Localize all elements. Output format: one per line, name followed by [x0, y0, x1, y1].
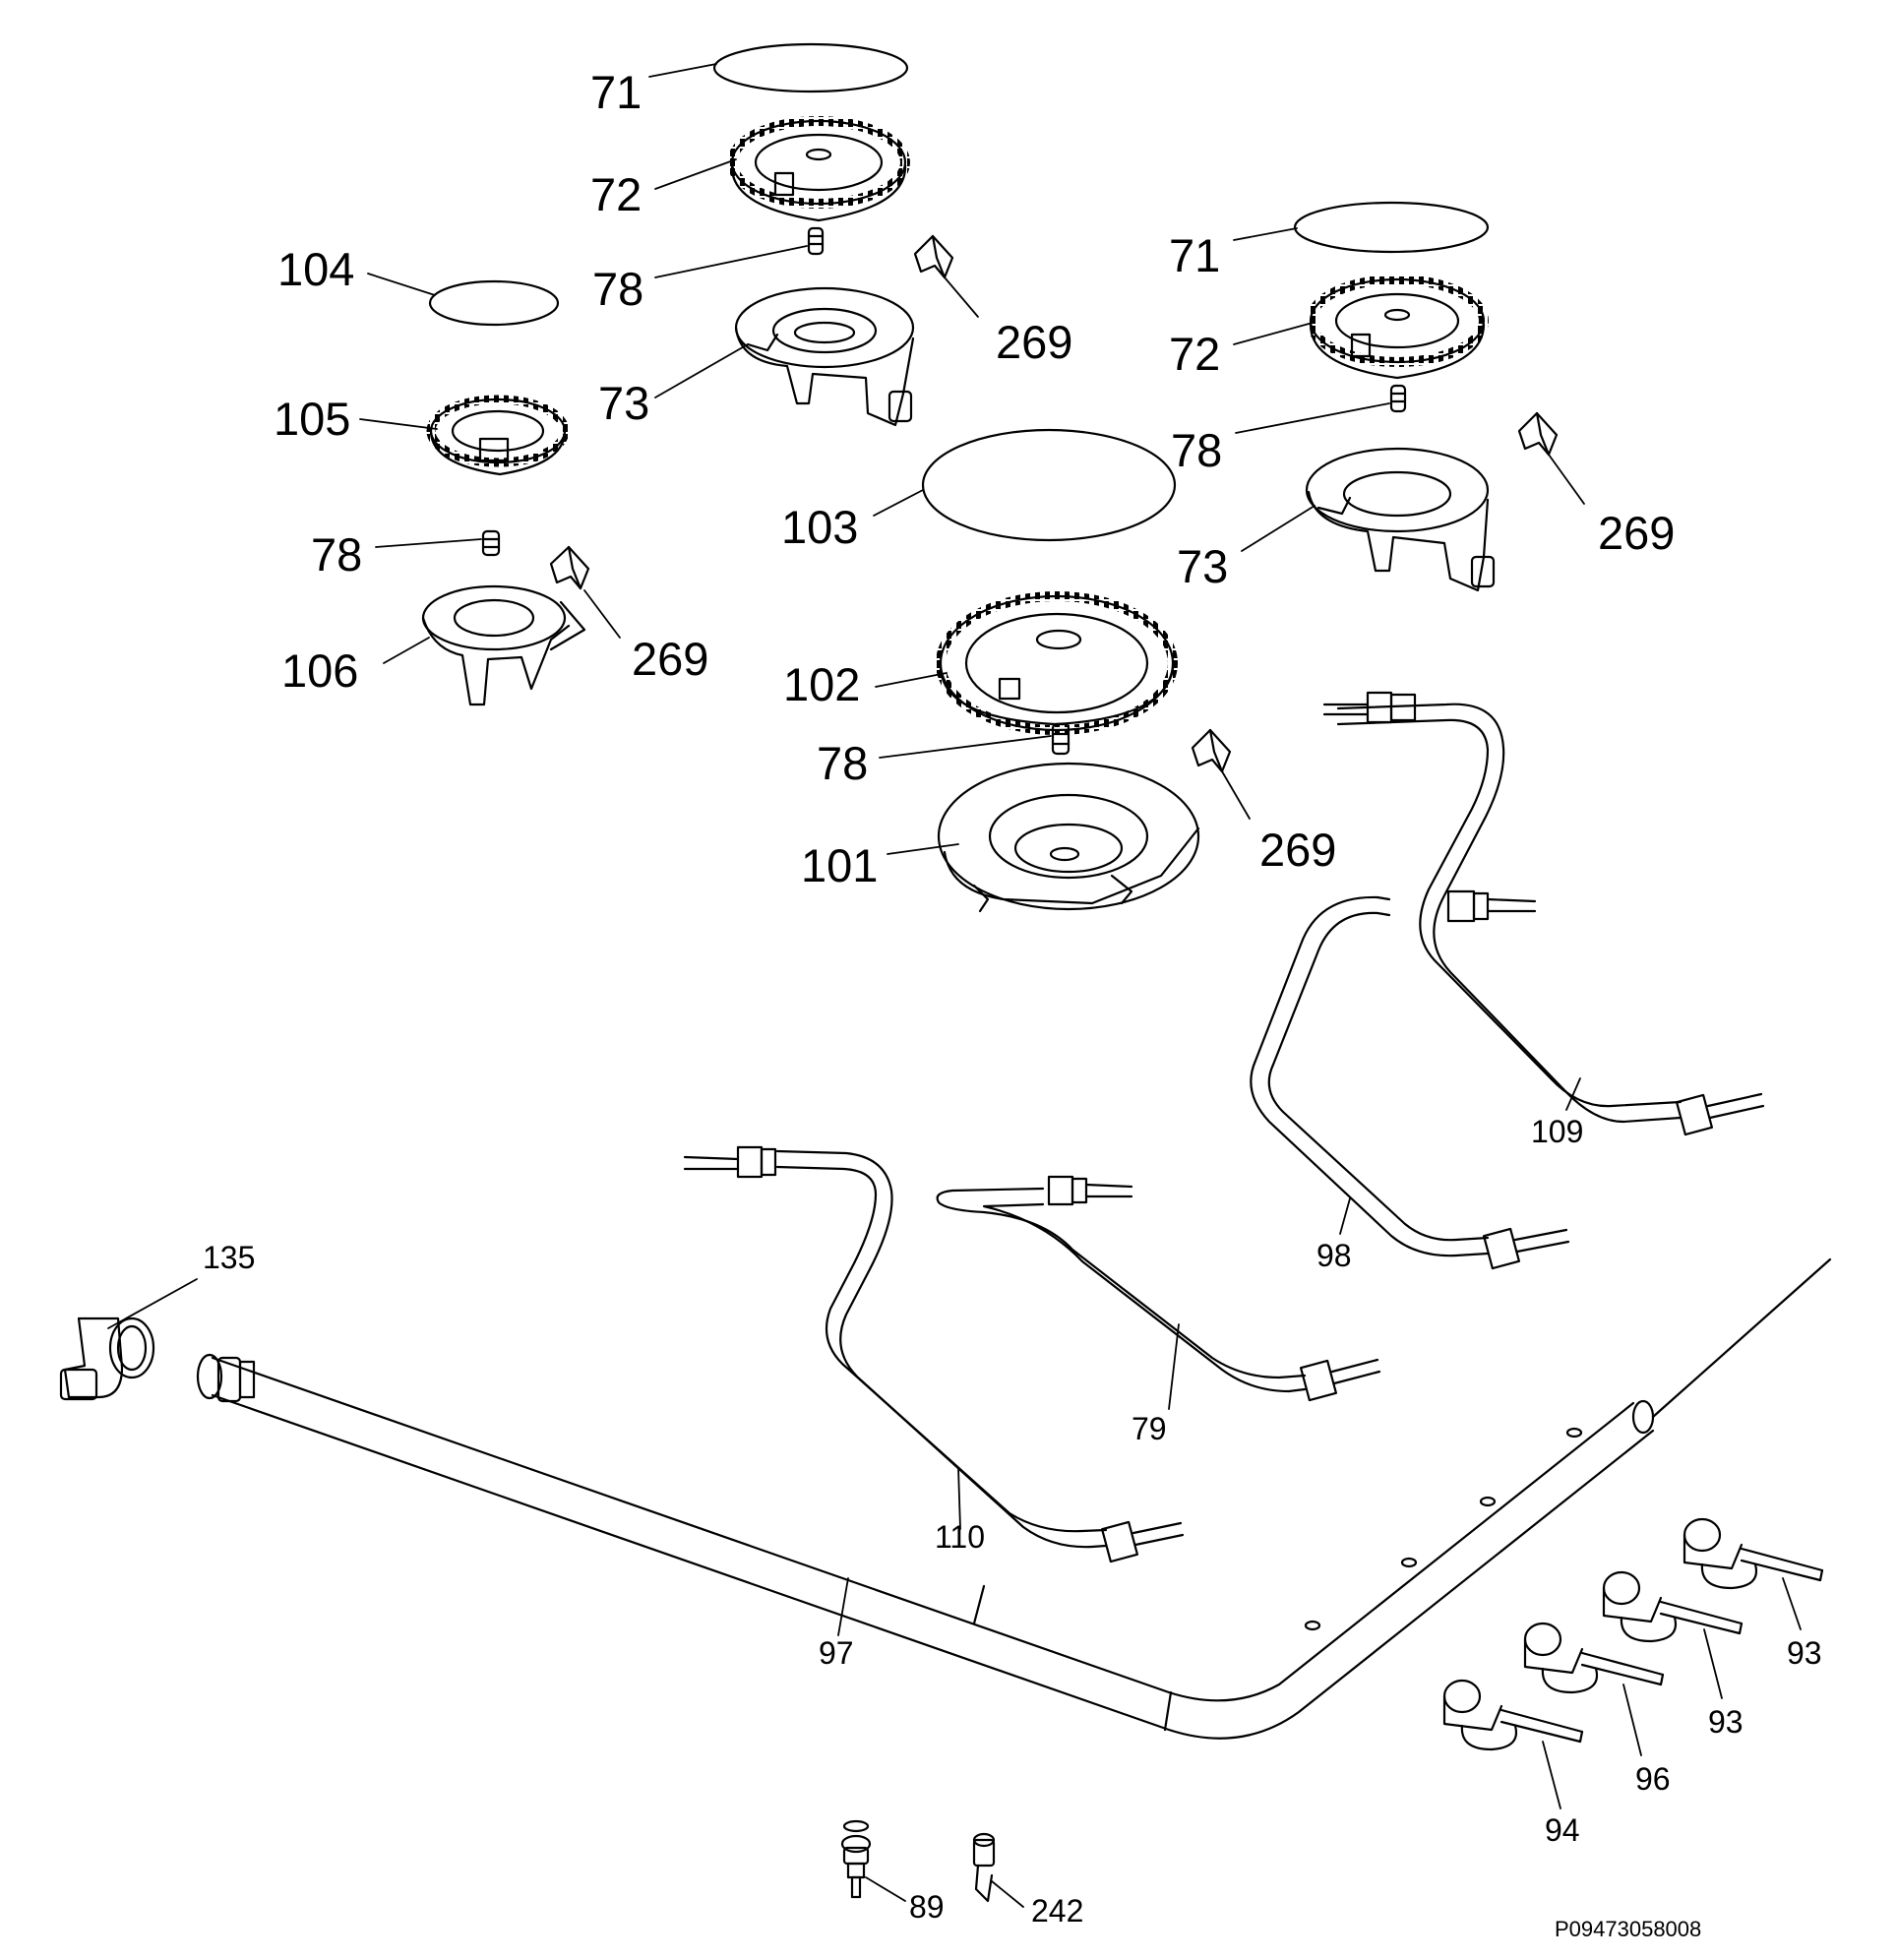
- label-78-center: 78: [817, 737, 869, 789]
- clip-269-b: [549, 545, 590, 590]
- pipe-97-end-fitting: [196, 1353, 256, 1403]
- pipe-79: [936, 1187, 1307, 1393]
- label-73-right: 73: [1177, 540, 1229, 592]
- label-102: 102: [783, 658, 861, 710]
- label-269-d: 269: [1259, 824, 1337, 876]
- label-72-top: 72: [590, 168, 643, 220]
- burner-body-101: [937, 762, 1200, 913]
- label-110: 110: [935, 1519, 986, 1555]
- label-93-b: 93: [1708, 1704, 1744, 1740]
- label-104: 104: [277, 243, 355, 295]
- label-89: 89: [909, 1889, 945, 1925]
- gas-valve-96: [1523, 1622, 1665, 1694]
- label-79: 79: [1132, 1411, 1167, 1446]
- label-101: 101: [801, 839, 879, 891]
- label-73-top: 73: [598, 377, 650, 429]
- label-105: 105: [274, 393, 351, 445]
- label-109: 109: [1531, 1114, 1584, 1149]
- label-103: 103: [781, 501, 859, 553]
- gas-valve-94: [1442, 1679, 1584, 1751]
- burner-cap-103: [921, 428, 1177, 542]
- pipe-fittings: [683, 691, 1765, 1563]
- label-96: 96: [1635, 1761, 1671, 1797]
- burner-crown-105: [426, 395, 570, 476]
- burner-body-106: [421, 584, 586, 706]
- label-78-top: 78: [592, 263, 644, 315]
- screw-242: [972, 1832, 996, 1903]
- label-269-a: 269: [996, 316, 1073, 368]
- label-71-right: 71: [1169, 229, 1221, 281]
- label-71-top: 71: [590, 66, 643, 118]
- clip-269-c: [1517, 411, 1559, 457]
- label-269-b: 269: [632, 633, 709, 685]
- clip-269-a: [913, 234, 954, 279]
- label-78-left: 78: [311, 528, 363, 581]
- pipe-109: [1336, 703, 1683, 1124]
- label-93-a: 93: [1787, 1635, 1822, 1671]
- label-94: 94: [1545, 1812, 1580, 1848]
- elbow-fitting-135: [59, 1317, 155, 1401]
- burner-cap-71-right: [1293, 201, 1490, 254]
- pipe-97: [211, 1257, 1832, 1740]
- burner-body-73-top: [734, 286, 915, 427]
- label-98: 98: [1316, 1238, 1352, 1273]
- label-97: 97: [819, 1635, 854, 1671]
- burner-cap-104: [428, 279, 560, 327]
- burner-cap-71-top: [712, 42, 909, 93]
- pipe-110: [775, 1149, 1108, 1549]
- clip-269-d: [1191, 728, 1232, 773]
- label-72-right: 72: [1169, 328, 1221, 380]
- injector-78-left: [481, 529, 501, 557]
- burner-crown-72-top: [727, 116, 910, 222]
- pipe-98: [1250, 895, 1490, 1257]
- nozzle-89: [840, 1819, 872, 1899]
- label-135: 135: [203, 1240, 256, 1275]
- drawing-code: P09473058008: [1555, 1917, 1702, 1941]
- burner-crown-102: [936, 591, 1178, 735]
- injector-78-right: [1389, 384, 1407, 413]
- label-78-right: 78: [1171, 424, 1223, 476]
- label-242: 242: [1031, 1893, 1084, 1929]
- injector-78-center: [1051, 722, 1071, 756]
- injector-78-top: [807, 226, 825, 256]
- leader-lines: [107, 63, 1802, 1908]
- gas-valve-93-a: [1683, 1517, 1824, 1590]
- label-106: 106: [281, 644, 359, 697]
- burner-crown-72-right: [1306, 275, 1489, 380]
- label-269-c: 269: [1598, 507, 1676, 559]
- burner-body-73-right: [1305, 447, 1496, 592]
- gas-valve-93-b: [1602, 1570, 1744, 1643]
